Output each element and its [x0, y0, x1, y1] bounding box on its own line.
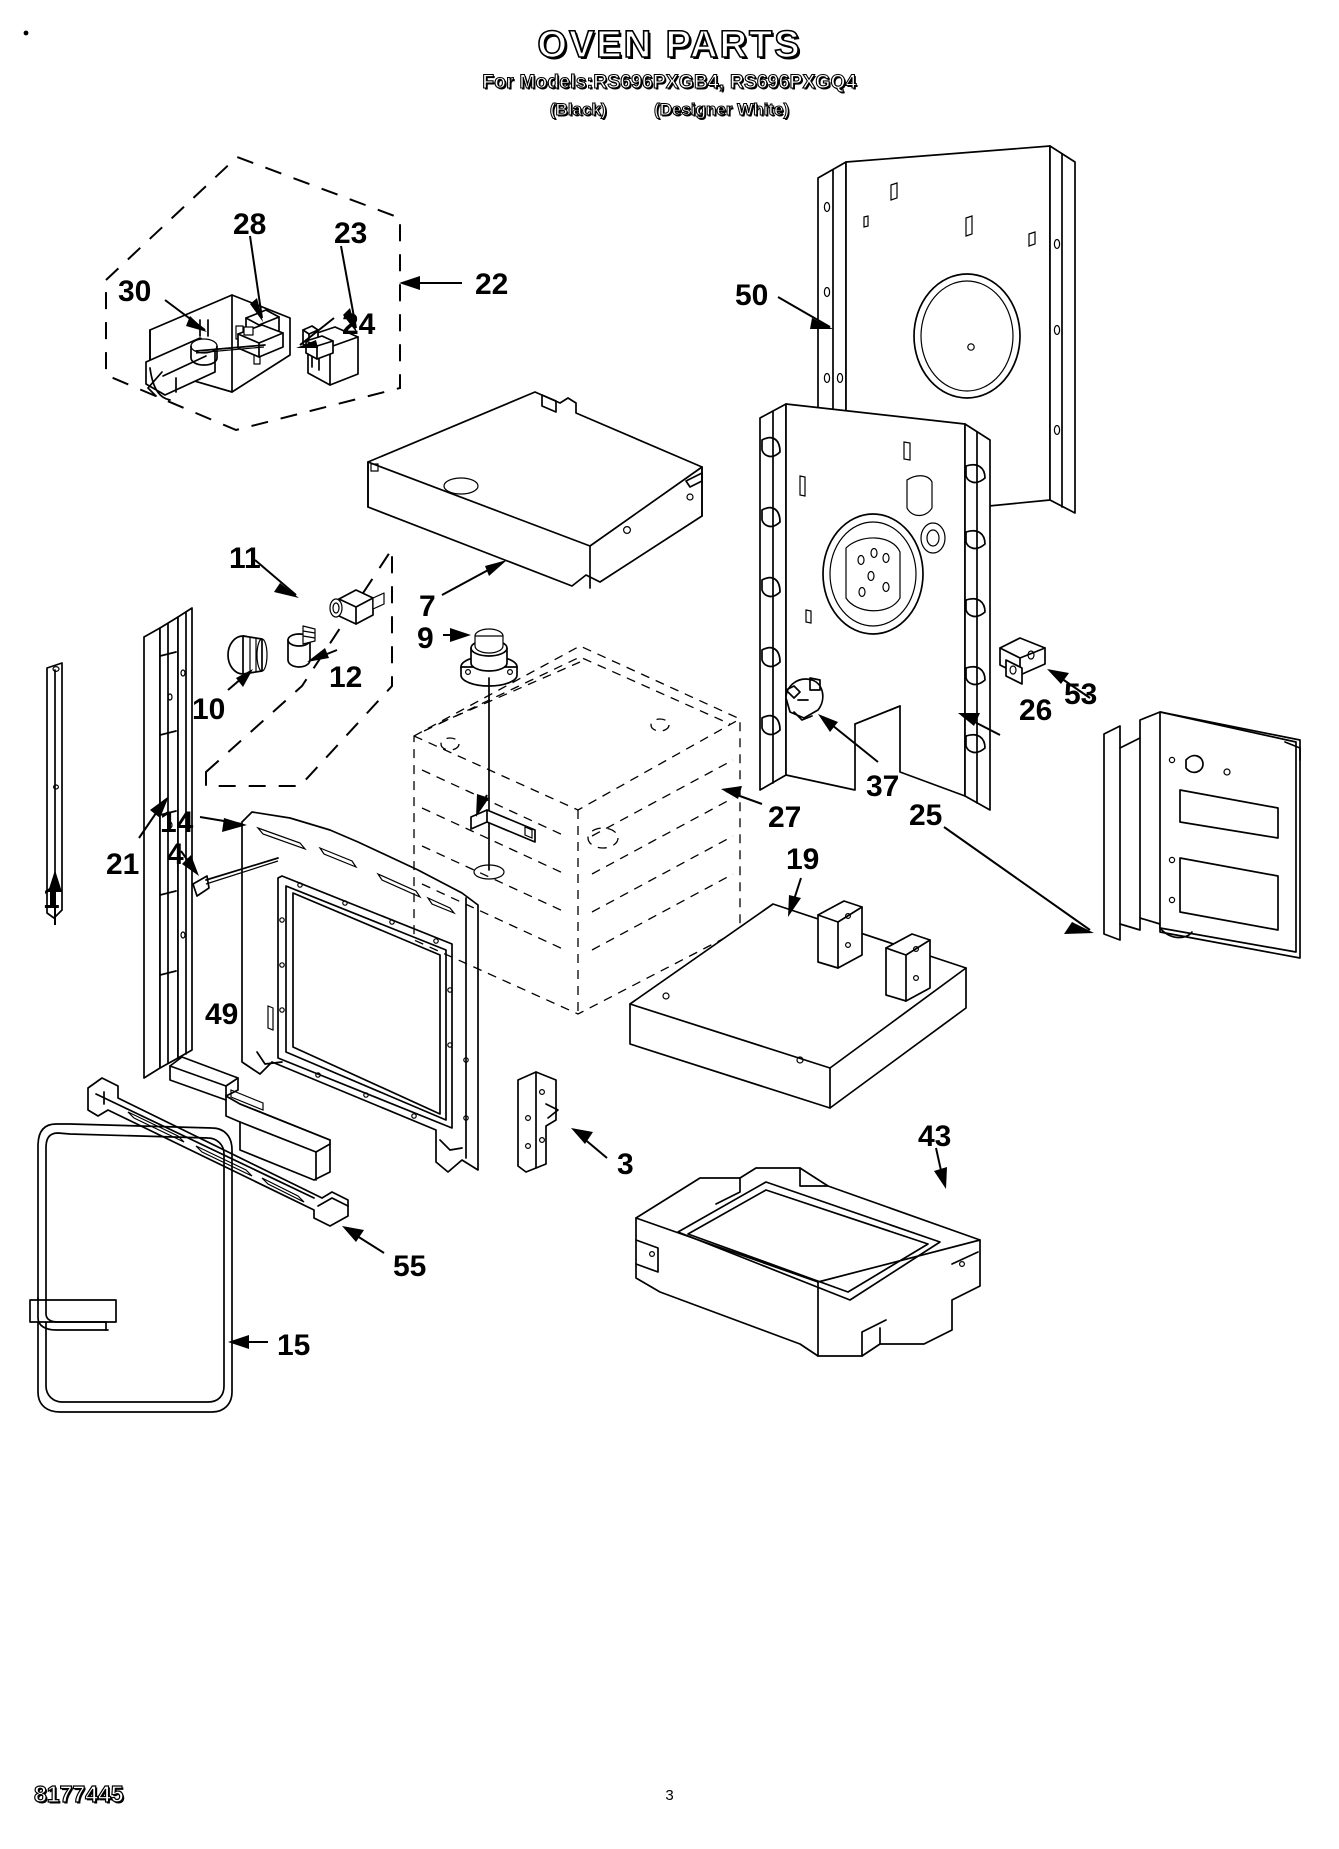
- bottom-panel-art: [630, 878, 966, 1108]
- oven-light-bulb-art: [288, 626, 337, 667]
- fan-clip-art: [786, 678, 878, 762]
- callout-number-49: 49: [205, 998, 239, 1031]
- oven-cavity-liner-art: [414, 646, 762, 1014]
- models-line: For Models:RS696PXGB4, RS696PXGQ4: [482, 72, 857, 93]
- callout-number-55: 55: [393, 1250, 427, 1283]
- callout-number-21: 21: [106, 848, 140, 881]
- screw-art: [181, 851, 278, 896]
- callout-number-37: 37: [866, 770, 900, 803]
- side-rail-art: [139, 608, 192, 1078]
- callout-number-27: 27: [768, 801, 802, 834]
- variant-white: (Designer White): [654, 100, 790, 119]
- relay-switch-art: [238, 236, 283, 357]
- callout-number-43: 43: [918, 1120, 952, 1153]
- connector-art: [296, 318, 334, 359]
- callout-number-53: 53: [1064, 678, 1098, 711]
- oven-top-panel-art: [368, 392, 702, 595]
- support-bracket-art: [518, 1072, 607, 1172]
- title-block: OVEN PARTS For Models:RS696PXGB4, RS696P…: [0, 24, 1339, 119]
- callout-number-10: 10: [192, 693, 226, 726]
- document-number: 8177445: [33, 1780, 124, 1807]
- callout-number-24: 24: [342, 308, 376, 341]
- callout-number-14: 14: [160, 806, 194, 839]
- callout-number-7: 7: [419, 590, 436, 623]
- front-trim-strip-art: [88, 1078, 384, 1253]
- lamp-lens-cover-art: [228, 636, 267, 690]
- variants-line: (Black) (Designer White): [0, 100, 1339, 119]
- rear-back-panel-art: [778, 146, 1075, 536]
- callout-number-11: 11: [229, 542, 261, 575]
- callout-number-9: 9: [417, 622, 434, 655]
- front-frame-art: [200, 812, 478, 1172]
- variant-black: (Black): [549, 100, 607, 119]
- callout-number-12: 12: [329, 661, 363, 694]
- callout-number-3: 3: [617, 1148, 634, 1181]
- callout-number-4: 4: [167, 838, 184, 871]
- page-footer: 8177445 3: [0, 1780, 1339, 1811]
- callout-number-25: 25: [909, 799, 943, 832]
- callout-number-1: 1: [43, 882, 60, 915]
- rear-frame-panel-art: [760, 404, 1000, 810]
- callout-number-23: 23: [334, 217, 368, 250]
- latch-bracket-art: [1000, 638, 1090, 698]
- callout-number-15: 15: [277, 1329, 311, 1362]
- callout-number-22: 22: [475, 268, 509, 301]
- page-title: OVEN PARTS: [537, 24, 802, 66]
- lower-trim-rail-art: [170, 1057, 330, 1180]
- callout-number-26: 26: [1019, 694, 1053, 727]
- control-assembly-group-boundary: [106, 157, 400, 430]
- callout-number-50: 50: [735, 279, 769, 312]
- callout-number-28: 28: [233, 208, 267, 241]
- door-gasket-seal-art: [30, 1124, 268, 1412]
- callout-number-19: 19: [786, 843, 820, 876]
- side-trim-strip-art: [47, 663, 62, 925]
- page-number: 3: [665, 1787, 674, 1804]
- lamp-assembly-group-boundary: [206, 549, 392, 786]
- bottom-trim-frame-art: [636, 1148, 980, 1356]
- thermostat-capillary-bulb-art: [443, 628, 517, 879]
- lamp-assembly-art: [255, 560, 384, 624]
- inner-door-panel-art: [944, 712, 1300, 958]
- callout-number-30: 30: [118, 275, 152, 308]
